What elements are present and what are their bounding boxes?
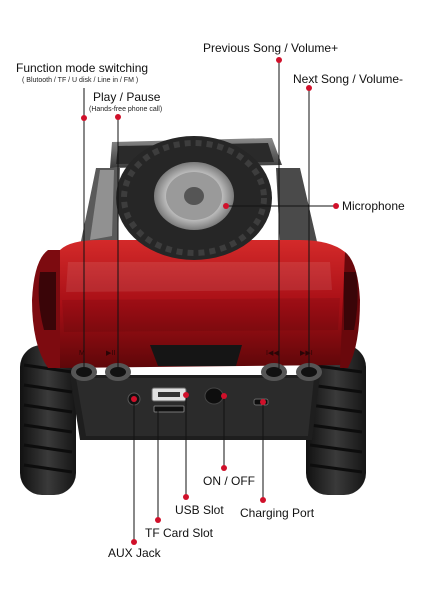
label-play-pause-sub: (Hands-free phone call) [89,106,163,113]
leader-lines [83,60,336,542]
label-usb-slot: USB Slot [175,503,224,517]
label-microphone: Microphone [342,199,405,213]
label-next-song: Next Song / Volume- [293,72,404,86]
rear-buttons [71,363,322,381]
label-function-mode: Function mode switching [16,61,149,75]
rear-panel [70,375,320,440]
button-mark-mode: M [79,350,85,357]
label-previous-song: Previous Song / Volume+ [203,41,339,55]
button-mark-prev: I◀◀ [266,350,279,357]
truck-body [32,240,360,368]
label-tf-card-slot: TF Card Slot [145,526,214,540]
spare-tire [116,136,272,260]
marker-dots [81,57,339,545]
label-on-off: ON / OFF [203,474,255,488]
label-aux-jack: AUX Jack [108,546,161,560]
label-play-pause: Play / Pause [93,90,161,104]
label-charging-port: Charging Port [240,506,315,520]
rear-tires [20,345,366,495]
button-mark-next: ▶▶I [300,350,313,357]
button-mark-play: ▶II [106,350,115,357]
label-function-mode-sub: ( Blutooth / TF / U disk / Line in / FM … [22,77,139,84]
